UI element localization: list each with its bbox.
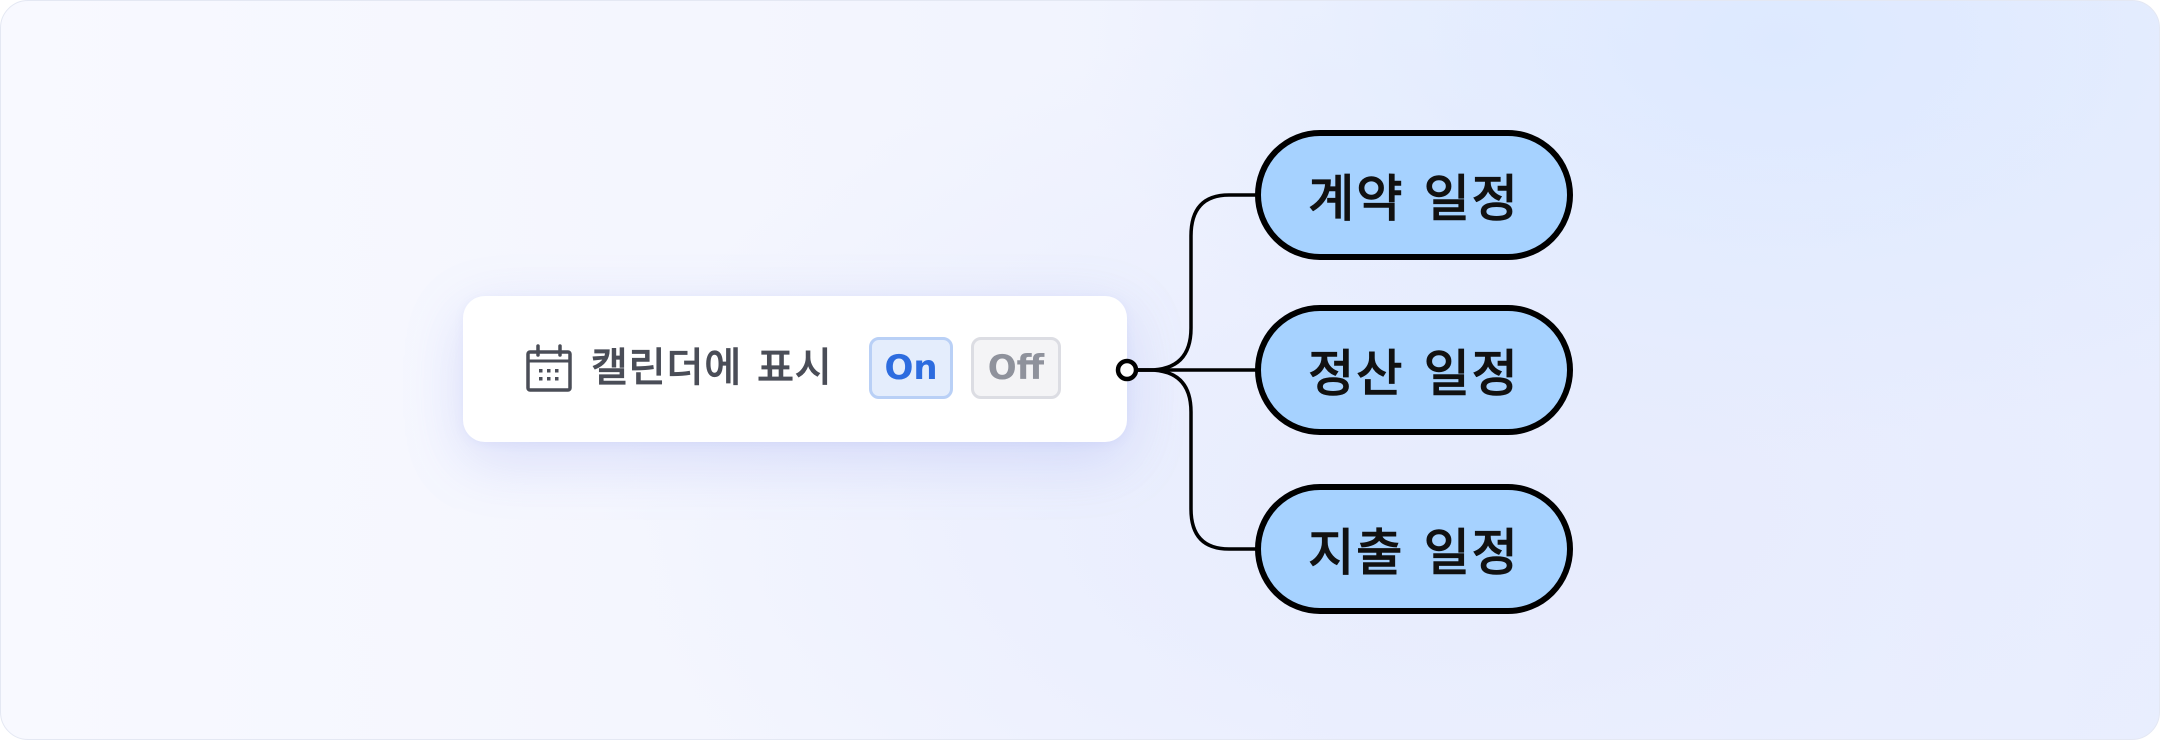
calendar-display-card: 캘린더에 표시 On Off <box>463 296 1127 442</box>
connector-top <box>1135 193 1257 372</box>
calendar-display-label: 캘린더에 표시 <box>591 345 833 391</box>
toggle-on-button[interactable]: On <box>869 337 953 399</box>
branch-node-settlement-schedule: 정산 일정 <box>1255 305 1573 435</box>
branch-node-contract-schedule: 계약 일정 <box>1255 130 1573 260</box>
connector-bottom <box>1135 368 1257 551</box>
branch-node-expense-schedule: 지출 일정 <box>1255 484 1573 614</box>
calendar-icon <box>526 344 572 392</box>
toggle-off-button[interactable]: Off <box>971 337 1061 399</box>
connector-origin-dot <box>1115 358 1139 382</box>
